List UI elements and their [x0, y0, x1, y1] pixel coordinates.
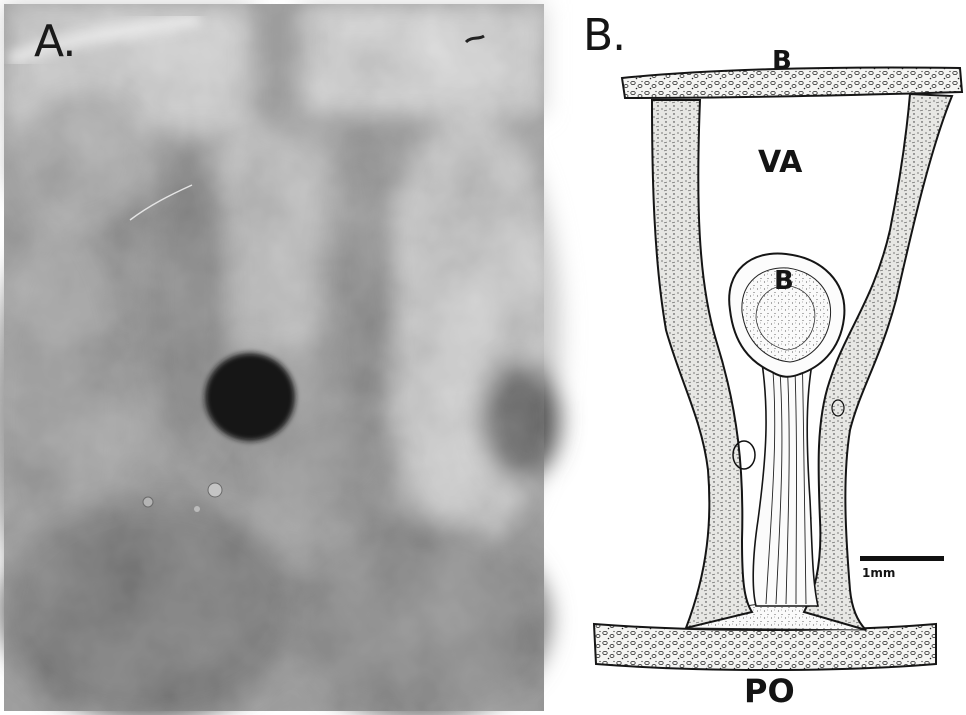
- bottom-bone-plate: [594, 624, 936, 670]
- photograph-panel: [0, 4, 560, 715]
- scale-bar: [860, 556, 944, 561]
- right-wall: [804, 94, 952, 630]
- label-top: B: [772, 48, 792, 74]
- label-inner-bud: B: [774, 268, 794, 294]
- label-upper-cavity: VA: [758, 148, 802, 178]
- scale-bar-label: 1mm: [862, 567, 895, 579]
- panel-a-letter: A.: [34, 20, 75, 64]
- label-bottom: PO: [744, 675, 795, 707]
- panel-b-letter: B.: [583, 14, 625, 58]
- left-wall: [652, 100, 752, 628]
